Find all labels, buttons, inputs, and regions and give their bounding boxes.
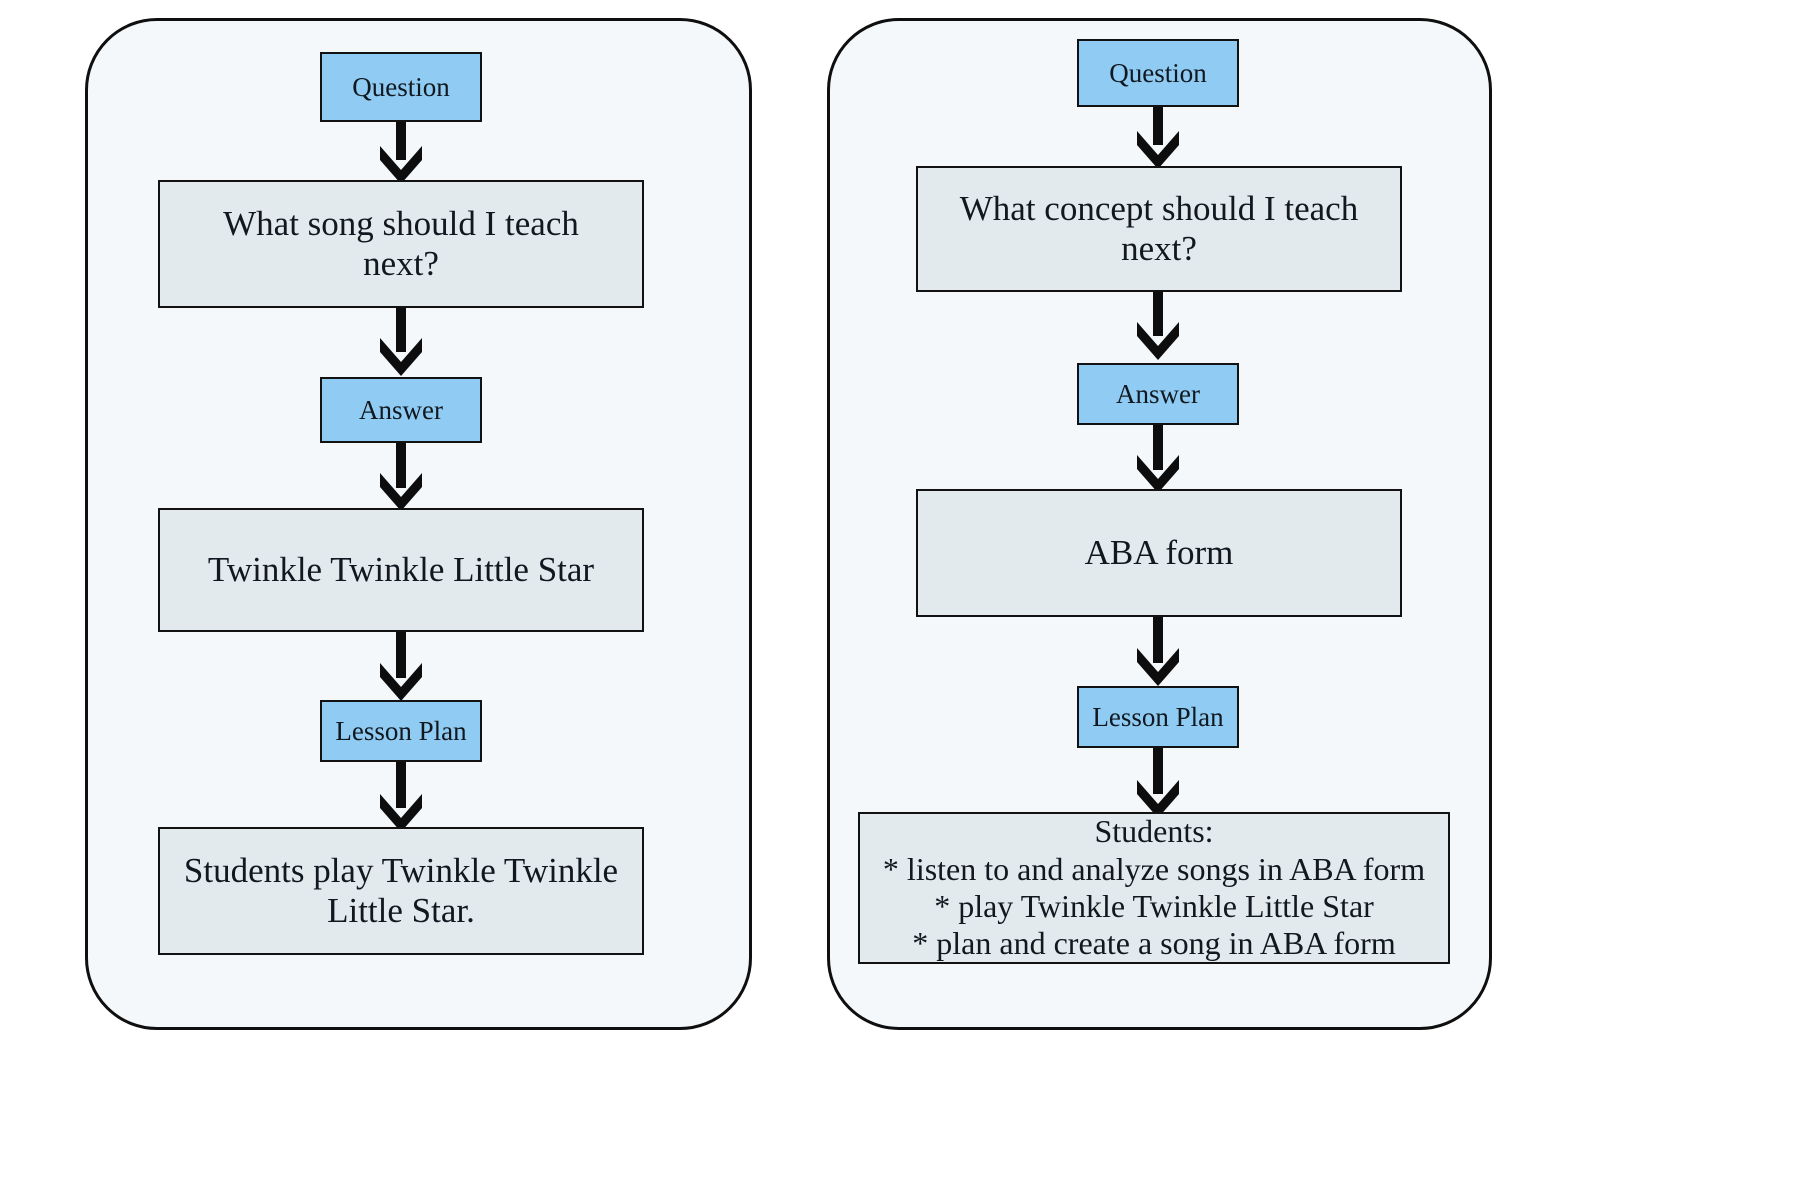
right-node-answer: Answer	[1077, 363, 1239, 425]
left-node-question: Question	[320, 52, 482, 122]
left-node-question-text: What song should I teach next?	[158, 180, 644, 308]
left-node-lesson-plan: Lesson Plan	[320, 700, 482, 762]
left-node-lesson-plan-text: Students play Twinkle Twinkle Little Sta…	[158, 827, 644, 955]
right-node-lesson-plan-text: Students: * listen to and analyze songs …	[858, 812, 1450, 964]
right-node-question: Question	[1077, 39, 1239, 107]
right-node-question-text: What concept should I teach next?	[916, 166, 1402, 292]
left-node-answer: Answer	[320, 377, 482, 443]
right-node-lesson-plan: Lesson Plan	[1077, 686, 1239, 748]
right-node-answer-text: ABA form	[916, 489, 1402, 617]
left-node-answer-text: Twinkle Twinkle Little Star	[158, 508, 644, 632]
